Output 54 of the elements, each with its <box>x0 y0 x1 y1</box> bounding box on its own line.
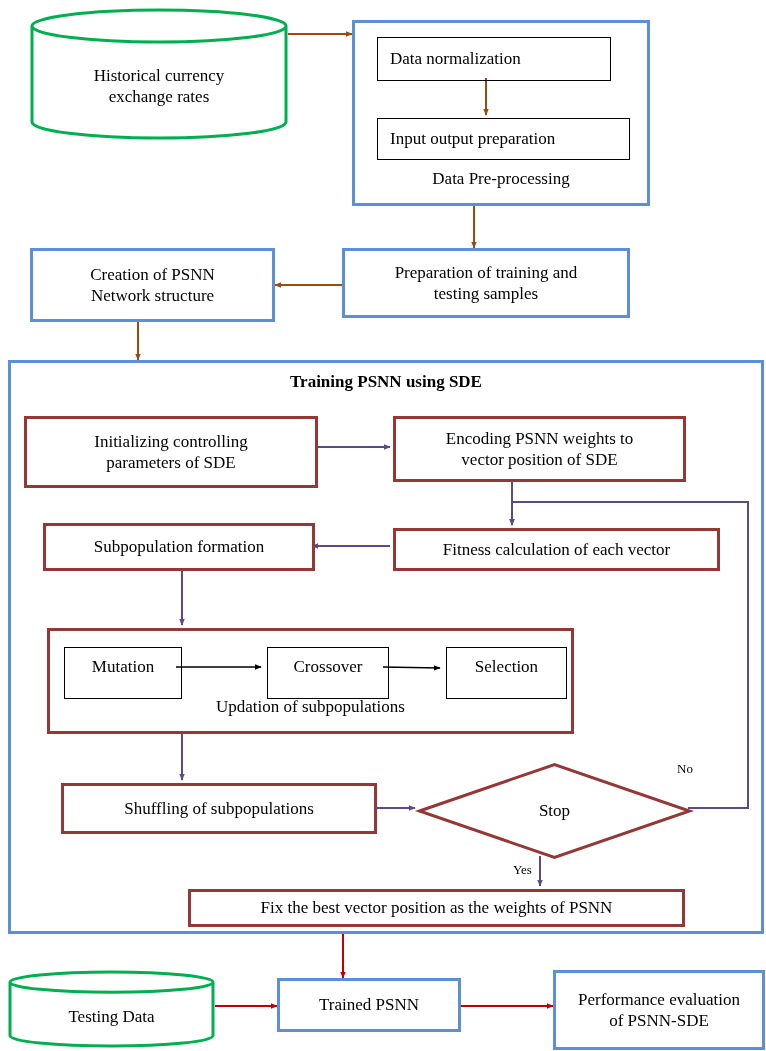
arrow <box>483 77 489 116</box>
arrow <box>287 31 353 37</box>
process-box <box>342 248 630 318</box>
arrow <box>460 1003 554 1009</box>
node-label: Encoding PSNN weights to vector position of SDE <box>444 427 635 471</box>
step-box <box>267 647 389 699</box>
arrow <box>382 665 441 671</box>
process-box <box>277 978 461 1032</box>
group-title: Training PSNN using SDE <box>290 371 482 393</box>
decision-diamond <box>418 763 691 859</box>
node-label: Crossover <box>293 656 363 678</box>
step-box <box>377 37 611 81</box>
arrow <box>175 664 262 670</box>
node-label: Initializing controlling parameters of SDE <box>93 430 249 474</box>
database-cylinder <box>8 970 215 1048</box>
node-label: Data normalization <box>390 48 521 70</box>
process-box <box>393 528 720 571</box>
node-label: Shuffling of subpopulations <box>124 797 314 820</box>
node-label: Fitness calculation of each vector <box>442 538 671 561</box>
process-box <box>43 523 315 571</box>
node-label: Updation of subpopulations <box>216 695 405 717</box>
step-box <box>446 647 567 699</box>
process-box <box>553 970 765 1050</box>
node-label: Mutation <box>91 656 155 678</box>
process-box <box>393 416 686 482</box>
process-box <box>47 628 574 734</box>
node-label: Preparation of training and testing samples <box>393 261 579 305</box>
node-label: Performance evaluation of PSNN-SDE <box>577 988 741 1032</box>
arrow <box>509 501 749 809</box>
arrow <box>471 205 477 249</box>
node-label: Testing Data <box>68 1005 155 1028</box>
database-cylinder <box>30 8 288 140</box>
node-label: Subpopulation formation <box>93 536 265 558</box>
step-box <box>377 118 630 160</box>
node-label: Historical currency exchange rates <box>92 64 226 108</box>
node-label: Input output preparation <box>390 128 556 150</box>
process-box <box>352 20 650 206</box>
process-box <box>61 783 377 834</box>
node-label: Creation of PSNN Network structure <box>89 263 216 307</box>
arrow <box>537 855 543 887</box>
step-box <box>64 647 182 699</box>
node-label: Trained PSNN <box>319 994 419 1016</box>
arrow <box>135 321 141 361</box>
arrow <box>340 933 346 979</box>
node-label: Data Pre-processing <box>432 167 570 189</box>
node-label: Fix the best vector position as the weights of PSNN <box>260 897 613 919</box>
arrow <box>274 282 343 288</box>
node-label: Selection <box>474 656 539 678</box>
process-box <box>30 248 275 322</box>
arrow <box>214 1003 278 1009</box>
process-box <box>24 416 318 488</box>
process-box <box>188 889 685 927</box>
node-label: Stop <box>538 800 571 822</box>
group-box <box>8 360 764 934</box>
